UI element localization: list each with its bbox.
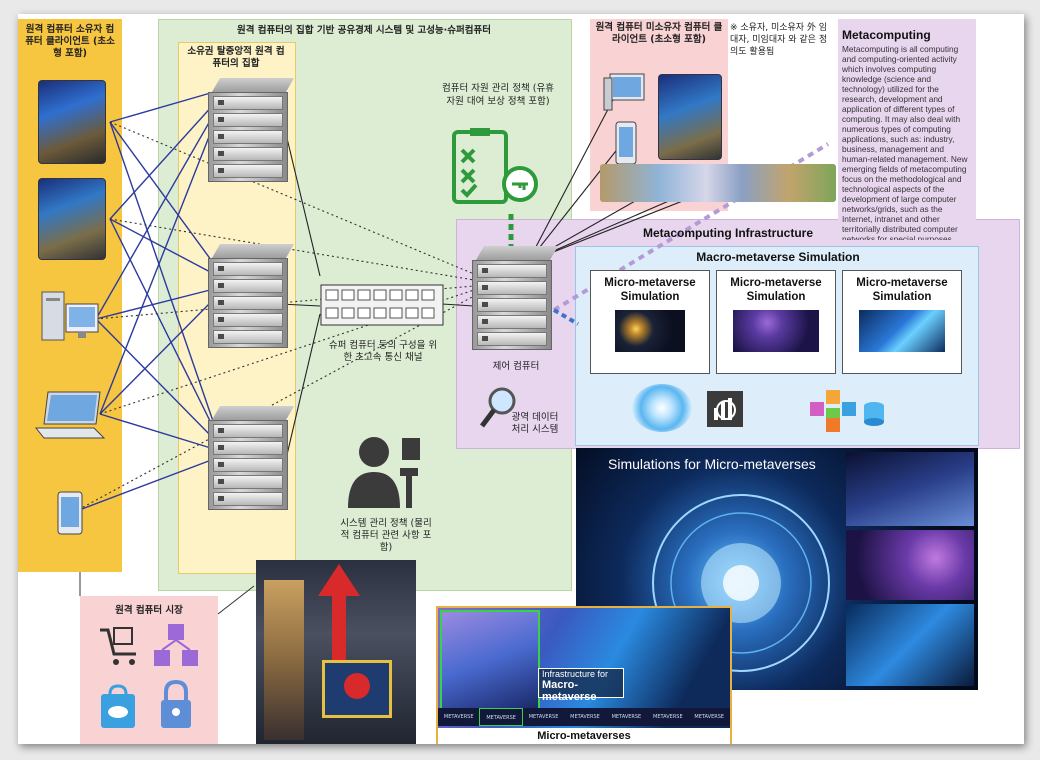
server-rack-icon (208, 78, 295, 182)
metacomputing-note-panel (838, 19, 976, 247)
high-speed-switch-icon (320, 284, 444, 326)
simulation-thumbnail (846, 530, 974, 600)
clock-dial-graphic (652, 494, 830, 672)
power-screen-graphic (322, 660, 392, 718)
shopping-cart-icon (100, 627, 136, 665)
cube-network-icon (154, 624, 198, 666)
client-device-thumbnail (38, 178, 106, 260)
building-graphic (264, 580, 304, 740)
server-rack-icon (208, 406, 295, 510)
desktop-pc-icon (41, 291, 99, 341)
magnifier-icon (480, 387, 516, 428)
micro-metaverse-simulation-box: Micro-metaverse Simulation (590, 270, 710, 374)
market-title: 원격 컴퓨터 시장 (115, 605, 183, 616)
laptop-icon (34, 391, 106, 439)
macro-metaverse-title: Macro-metaverse Simulation (696, 250, 860, 264)
cloud-bag-icon (101, 684, 135, 728)
channel-label: 슈퍼 컴퓨터 등의 구성을 위한 초고속 통신 채널 (328, 340, 438, 363)
simulation-thumbnail (615, 310, 685, 352)
highlighted-region (440, 610, 540, 710)
micro-simulation-label: Micro-metaverse Simulation (604, 277, 696, 303)
up-arrow-icon (318, 564, 360, 670)
infrastructure-label-box: Infrastructure for Macro-metaverse (538, 668, 624, 703)
simulation-thumbnail (733, 310, 819, 352)
metacomputing-heading: Metacomputing (842, 28, 931, 42)
strip-item: METAVERSE (653, 714, 683, 720)
micro-simulation-label: Micro-metaverse Simulation (856, 277, 948, 303)
chart-document-icon (707, 391, 743, 427)
infra-label-line2: Macro-metaverse (542, 679, 597, 703)
clock-gear-icon (632, 384, 692, 432)
diagram-frame: 원격 컴퓨터 소유자 컴퓨터 클라이언트 (초소형 포함) 원격 컴퓨터의 집합… (18, 14, 1024, 744)
checklist-key-icon (452, 128, 538, 204)
simulation-thumbnail (846, 452, 974, 526)
control-computer-icon (472, 246, 559, 350)
control-computer-label: 제어 컴퓨터 (492, 361, 540, 372)
cube-network-icon (810, 390, 884, 432)
strip-item: METAVERSE (570, 714, 600, 720)
strip-item: METAVERSE (611, 714, 642, 720)
client-device-thumbnail (658, 74, 722, 160)
resource-policy-label: 컴퓨터 자원 관리 정책 (유휴 자원 대여 보상 정책 포함) (442, 83, 554, 107)
strip-item: METAVERSE (443, 714, 474, 720)
strip-item: METAVERSE (528, 714, 559, 720)
system-policy-label: 시스템 관리 정책 (물리적 컴퓨터 관련 사항 포함) (340, 518, 432, 553)
macro-infrastructure-image: Infrastructure for Macro-metaverse METAV… (436, 606, 732, 744)
micro-simulations-image: Simulations for Micro-metaverses (576, 448, 978, 690)
shared-economy-title: 원격 컴퓨터의 집합 기반 공유경제 시스템 및 고성능·슈퍼컴퓨터 (236, 25, 491, 36)
metacomputing-infrastructure-title: Metacomputing Infrastructure (642, 226, 813, 240)
monitor-icon (603, 73, 645, 111)
metacomputing-definition: Metacomputing is all computing and compu… (842, 44, 968, 240)
infra-label-line1: Infrastructure for (542, 669, 609, 679)
server-rack-icon (208, 244, 295, 348)
lock-icon (161, 680, 191, 728)
nonowner-note: ※ 소유자, 미소유자 外 임대자, 미임대자 와 같은 정의도 활용됨 (730, 23, 828, 57)
client-device-thumbnail (38, 80, 106, 164)
metaverse-strip: METAVERSE METAVERSE METAVERSE METAVERSE … (438, 708, 730, 726)
micro-metaverse-simulation-box: Micro-metaverse Simulation (842, 270, 962, 374)
micro-metaverse-simulation-box: Micro-metaverse Simulation (716, 270, 836, 374)
market-growth-image (256, 560, 416, 744)
client-devices-strip (600, 164, 836, 202)
micro-metaverses-caption: Micro-metaverses (438, 728, 730, 744)
phone-icon (615, 121, 637, 165)
simulation-thumbnail (846, 604, 974, 686)
strip-item: METAVERSE (479, 708, 523, 726)
simulation-thumbnail (859, 310, 945, 352)
owner-clients-title: 원격 컴퓨터 소유자 컴퓨터 클라이언트 (초소형 포함) (25, 24, 115, 59)
nonowner-clients-title: 원격 컴퓨터 미소유자 컴퓨터 클라이언트 (초소형 포함) (595, 22, 723, 45)
tablet-icon (57, 491, 83, 535)
strip-item: METAVERSE (694, 714, 725, 720)
simulations-banner: Simulations for Micro-metaverses (608, 456, 816, 472)
power-icon (344, 673, 370, 699)
micro-simulation-label: Micro-metaverse Simulation (730, 277, 822, 303)
admin-person-icon (348, 437, 420, 508)
decentralized-computers-title: 소유권 탈중앙적 원격 컴퓨터의 집합 (187, 46, 285, 69)
optical-system-label: 광역 데이터 처리 시스템 (511, 412, 559, 435)
